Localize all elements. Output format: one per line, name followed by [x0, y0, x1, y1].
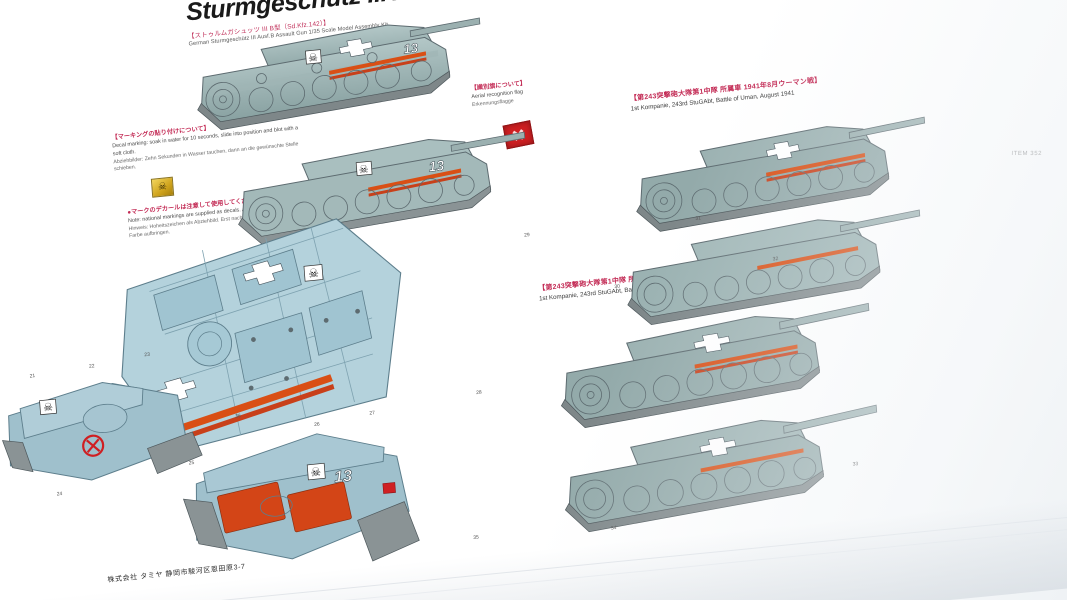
part-number: 23 — [144, 351, 151, 359]
svg-text:☠: ☠ — [308, 266, 320, 281]
part-number: 35 — [473, 534, 480, 542]
marking-caption-a: 【第243突撃砲大隊第1中隊 所属車 1941年8月ウーマン戦】 1st Kom… — [630, 75, 823, 112]
part-number: 33 — [852, 461, 859, 468]
vehicle-veh-right-lower — [535, 287, 903, 450]
part-number: 28 — [475, 389, 482, 397]
svg-text:☠: ☠ — [358, 164, 369, 177]
vehicle-veh-right-bottom — [537, 388, 915, 554]
part-number: 32 — [772, 255, 779, 263]
svg-text:☠: ☠ — [310, 465, 322, 480]
part-number: 30 — [614, 283, 621, 291]
vehicle-number: 13 — [403, 40, 419, 56]
item-number: ITEM 352 — [1011, 151, 1043, 158]
vehicle-number: 13 — [428, 157, 445, 174]
vehicle-veh-right-upper — [612, 99, 950, 251]
svg-text:☠: ☠ — [43, 401, 54, 414]
part-number: 21 — [29, 373, 36, 380]
vehicle-veh-bottom-left: ☠ — [0, 351, 211, 511]
part-number: 29 — [523, 232, 530, 239]
vehicle-veh-bottom-center: ☠ 13 — [170, 404, 451, 590]
part-number: 25 — [188, 459, 195, 467]
vehicle-veh-mid-left: ☠ 13 — [214, 112, 552, 264]
part-number: 24 — [56, 490, 63, 498]
unit-emblem-skull-icon: ☠ — [150, 176, 175, 198]
vehicle-veh-top-left: ☠ 13 — [174, 1, 502, 150]
svg-text:☠: ☠ — [308, 52, 319, 65]
part-number: 31 — [695, 215, 702, 222]
vehicle-number: 13 — [334, 468, 353, 487]
part-number: 26 — [313, 421, 320, 429]
part-number: 36 — [235, 413, 242, 420]
skull-glyph: ☠ — [157, 180, 168, 193]
part-number: 27 — [369, 410, 376, 417]
vehicle-veh-plan-hull: ☠ — [105, 206, 421, 465]
part-number: 22 — [88, 363, 95, 370]
part-number: 34 — [610, 525, 617, 532]
vehicle-veh-right-middle — [604, 192, 952, 345]
